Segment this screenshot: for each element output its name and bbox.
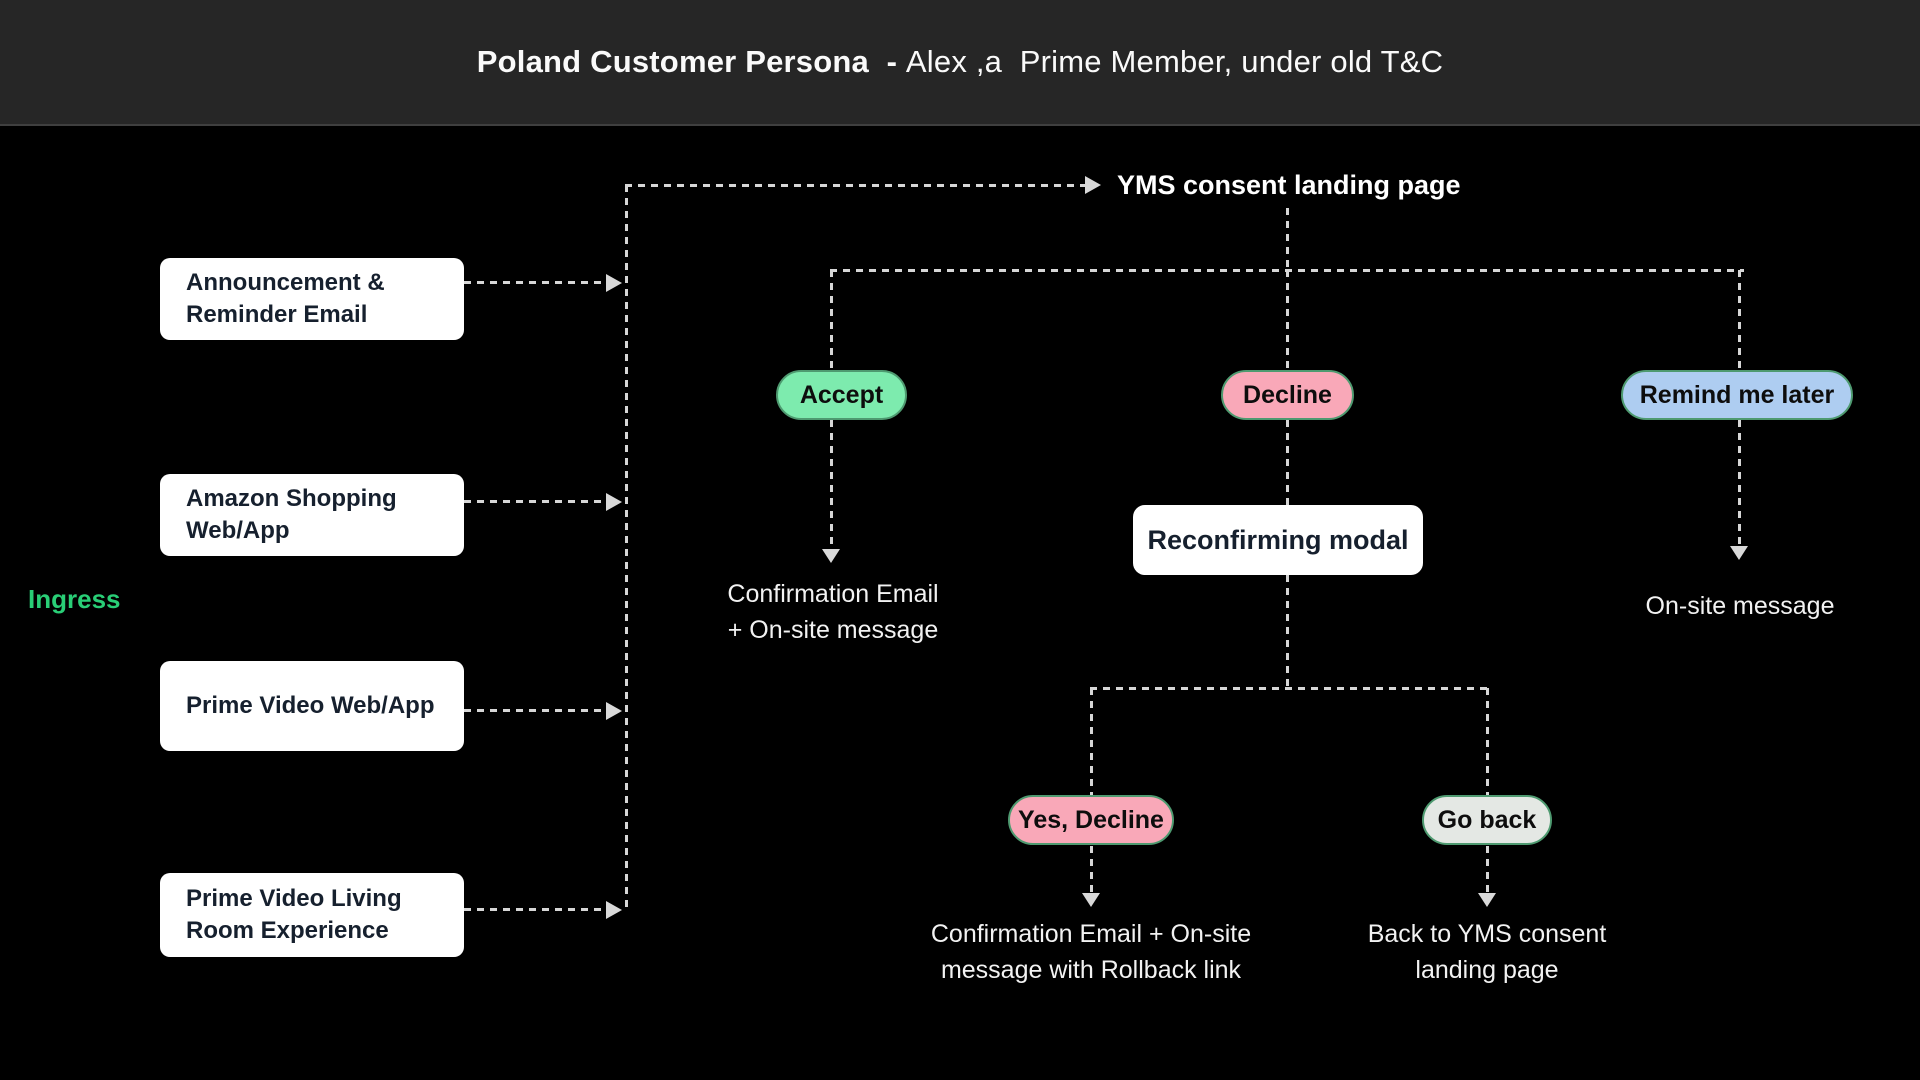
connector-yes-decline-drop-line	[1090, 688, 1093, 795]
decline-button[interactable]: Decline	[1221, 370, 1354, 420]
connector-modal-branch-line	[1090, 687, 1489, 690]
accept-button[interactable]: Accept	[776, 370, 907, 420]
ingress-label: Ingress	[28, 584, 121, 614]
connector-accept-drop-line	[830, 270, 833, 370]
connector-landing-drop-line	[1286, 208, 1289, 270]
connector-go-back-drop-line	[1486, 688, 1489, 795]
connector-collector-line	[625, 185, 628, 910]
node-prime-video-living-room[interactable]: Prime Video Living Room Experience	[160, 873, 464, 957]
node-label: Prime Video Web/App	[186, 691, 435, 719]
node-prime-video-web-app[interactable]: Prime Video Web/App	[160, 661, 464, 751]
connector-living-room-line	[464, 908, 605, 911]
remind-me-later-button[interactable]: Remind me later	[1621, 370, 1853, 420]
decline-button-label: Decline	[1243, 380, 1332, 409]
node-label: Prime Video Living Room Experience	[186, 884, 402, 944]
arrowhead-right-icon	[606, 493, 622, 511]
arrowhead-right-icon	[606, 901, 622, 919]
arrowhead-down-icon	[822, 549, 840, 563]
connector-decline-drop-line	[1286, 270, 1289, 370]
connector-yes-decline-outcome-line	[1090, 846, 1093, 893]
node-yms-consent-landing-page[interactable]: YMS consent landing page	[1117, 170, 1461, 200]
node-announcement-reminder-email[interactable]: Announcement & Reminder Email	[160, 258, 464, 340]
connector-go-back-outcome-line	[1486, 846, 1489, 893]
node-label: Announcement & Reminder Email	[186, 268, 385, 328]
outcome-remind-text: On-site message	[1645, 592, 1835, 620]
connector-prime-video-line	[464, 709, 605, 712]
connector-to-landing-line	[625, 184, 1085, 187]
yes-decline-button-label: Yes, Decline	[1018, 805, 1164, 834]
connector-announcement-line	[464, 281, 605, 284]
accept-button-label: Accept	[799, 380, 884, 409]
outcome-yes-decline-text: Confirmation Email + On-site message wit…	[930, 920, 1252, 984]
header-bar: Poland Customer Persona - Alex ,a Prime …	[0, 0, 1920, 126]
arrowhead-right-icon	[606, 702, 622, 720]
arrowhead-right-icon	[606, 274, 622, 292]
arrowhead-down-icon	[1082, 893, 1100, 907]
go-back-button-label: Go back	[1437, 805, 1537, 834]
node-label: Amazon Shopping Web/App	[186, 484, 397, 544]
page-title-persona: Poland Customer Persona -	[476, 44, 906, 79]
node-label: Reconfirming modal	[1147, 524, 1409, 555]
connector-accept-outcome-line	[830, 420, 833, 549]
connector-remind-outcome-line	[1738, 420, 1741, 546]
outcome-go-back-text: Back to YMS consent landing page	[1367, 920, 1607, 984]
go-back-button[interactable]: Go back	[1422, 795, 1552, 845]
page-title: Poland Customer Persona - Alex ,a Prime …	[477, 44, 1443, 80]
arrowhead-down-icon	[1730, 546, 1748, 560]
connector-remind-drop-line	[1738, 270, 1741, 370]
yes-decline-button[interactable]: Yes, Decline	[1008, 795, 1174, 845]
connector-decline-modal-line	[1286, 420, 1289, 505]
remind-me-later-button-label: Remind me later	[1639, 380, 1835, 409]
node-reconfirming-modal[interactable]: Reconfirming modal	[1133, 505, 1423, 575]
arrowhead-down-icon	[1478, 893, 1496, 907]
outcome-accept-text: Confirmation Email + On-site message	[727, 580, 939, 644]
connector-modal-drop-line	[1286, 575, 1289, 688]
arrowhead-right-icon	[1085, 176, 1101, 194]
node-amazon-shopping-web-app[interactable]: Amazon Shopping Web/App	[160, 474, 464, 556]
connector-shopping-line	[464, 500, 605, 503]
page-title-subtitle: Alex ,a Prime Member, under old T&C	[905, 44, 1444, 79]
